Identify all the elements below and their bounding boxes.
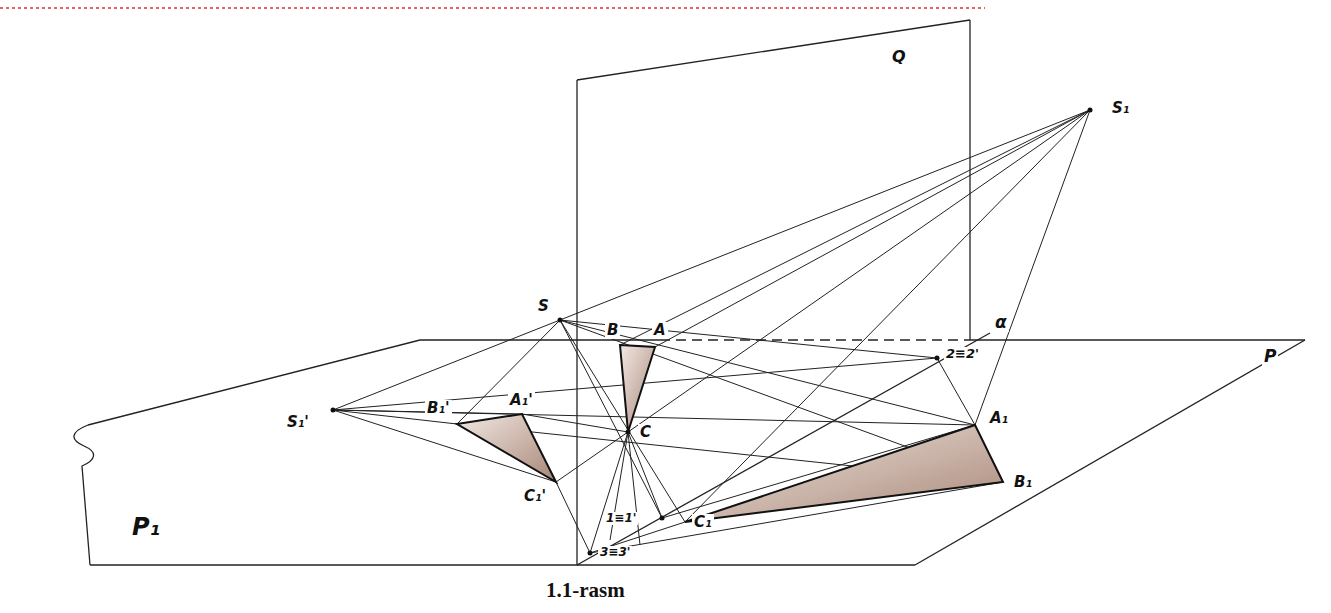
point-label: B₁' xyxy=(425,400,452,417)
point-label: S xyxy=(536,298,551,315)
point-label: 3≡3' xyxy=(598,546,632,559)
point-label: S₁' xyxy=(285,414,311,431)
point-label: α xyxy=(993,313,1009,332)
point-label: P xyxy=(1262,347,1278,366)
point-label: C₁' xyxy=(522,488,548,505)
point-label: B₁ xyxy=(1012,474,1034,491)
point-label: A₁' xyxy=(508,392,535,409)
point-label: P₁ xyxy=(130,514,162,540)
point-label: 2≡2' xyxy=(944,347,981,361)
point-label: C₁ xyxy=(692,514,714,531)
point-label: A xyxy=(652,322,668,339)
point-label: S₁ xyxy=(1110,100,1131,117)
point-label: Q xyxy=(890,48,908,66)
point-label: 1≡1' xyxy=(604,512,638,525)
point-label: A₁ xyxy=(988,410,1010,427)
point-label: C xyxy=(638,424,653,441)
point-label: B xyxy=(605,322,620,339)
figure-caption: 1.1-rasm xyxy=(546,578,625,603)
